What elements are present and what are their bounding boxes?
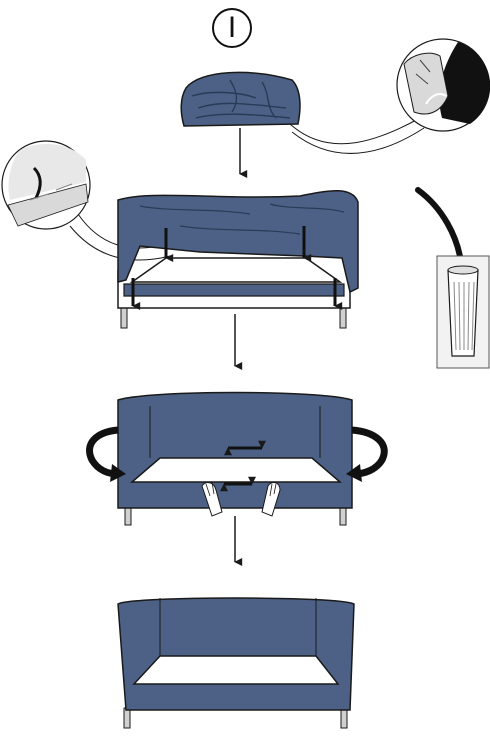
zoom-detail-top-right	[290, 39, 490, 153]
folded-cover-icon	[181, 72, 300, 126]
vacuum-hose-icon	[418, 190, 489, 368]
step-number: I	[228, 13, 236, 43]
step-number-badge: I	[212, 8, 252, 48]
finished-sofa	[118, 598, 354, 728]
sofa-step-rotate	[90, 393, 385, 526]
